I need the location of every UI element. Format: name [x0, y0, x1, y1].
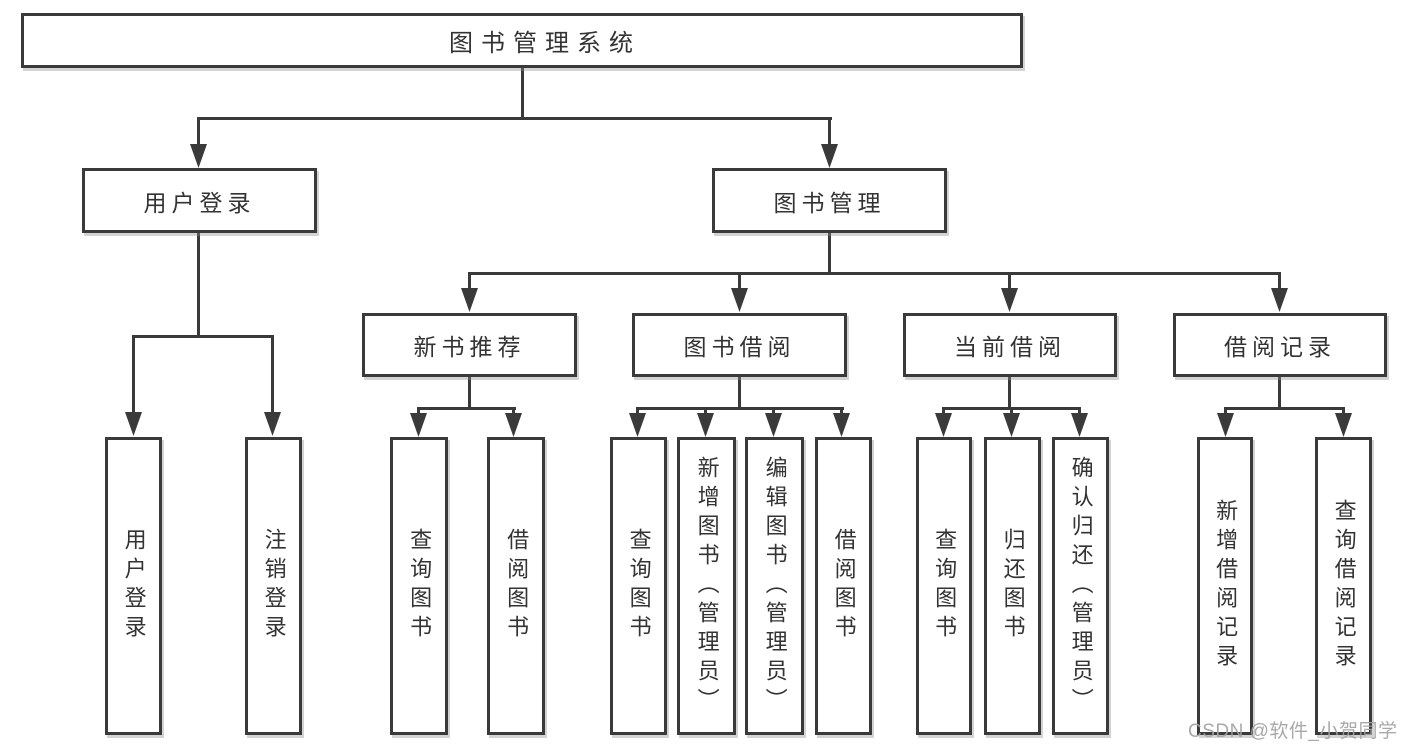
- node-label: 图书管理系统: [449, 30, 641, 57]
- leaf-label: 查询图书: [932, 528, 958, 644]
- connector-line: [1342, 407, 1345, 415]
- connector-line: [636, 407, 639, 415]
- leaf-confirm-return-admin: 确认归还（管理员）: [1052, 437, 1109, 735]
- leaf-label: 用户登录: [121, 528, 147, 644]
- connector-line: [840, 407, 843, 415]
- leaf-return-book: 归还图书: [984, 437, 1041, 735]
- connector-line: [197, 117, 200, 146]
- leaf-borrow-books: 借阅图书: [487, 437, 545, 735]
- leaf-label: 新增图书（管理员）: [694, 455, 720, 717]
- arrow-down-icon: [1335, 413, 1352, 437]
- leaf-label: 借阅图书: [831, 528, 857, 644]
- connector-line: [1278, 377, 1281, 409]
- node-library-management-system: 图书管理系统: [21, 13, 1023, 68]
- connector-line: [738, 377, 741, 409]
- leaf-label: 查询图书: [626, 528, 652, 644]
- arrow-down-icon: [264, 412, 281, 436]
- leaf-label: 注销登录: [261, 528, 287, 644]
- connector-line: [1278, 272, 1281, 290]
- connector-line: [828, 233, 831, 275]
- connector-line: [828, 117, 831, 146]
- leaf-query-books-3: 查询图书: [916, 437, 972, 735]
- arrow-down-icon: [697, 413, 714, 437]
- connector-line: [1224, 407, 1345, 410]
- arrow-down-icon: [1003, 413, 1020, 437]
- arrow-down-icon: [1217, 413, 1234, 437]
- connector-line: [468, 272, 471, 290]
- arrow-down-icon: [1071, 413, 1088, 437]
- connector-line: [417, 407, 420, 415]
- connector-line: [197, 117, 832, 120]
- leaf-logout: 注销登录: [245, 437, 302, 735]
- arrow-down-icon: [731, 288, 748, 312]
- leaf-label: 编辑图书（管理员）: [762, 455, 788, 717]
- connector-line: [1224, 407, 1227, 415]
- connector-line: [1078, 407, 1081, 415]
- leaf-label: 确认归还（管理员）: [1068, 455, 1094, 717]
- connector-line: [636, 407, 844, 410]
- leaf-user-login: 用户登录: [105, 437, 162, 735]
- leaf-label: 查询借阅记录: [1331, 499, 1357, 673]
- connector-line: [1008, 375, 1011, 409]
- connector-line: [738, 272, 741, 290]
- arrow-down-icon: [1271, 288, 1288, 312]
- connector-line: [512, 407, 515, 415]
- connector-line: [704, 407, 707, 415]
- arrow-down-icon: [935, 413, 952, 437]
- node-new-book-recommend: 新书推荐: [362, 313, 577, 377]
- connector-line: [468, 377, 471, 409]
- connector-line: [942, 407, 945, 415]
- leaf-label: 借阅图书: [504, 528, 530, 644]
- connector-line: [417, 407, 516, 410]
- watermark: CSDN @软件_小贺同学: [1188, 721, 1398, 742]
- leaf-add-book-admin: 新增图书（管理员）: [677, 437, 736, 735]
- arrow-down-icon: [410, 413, 427, 437]
- connector-line: [271, 335, 274, 414]
- node-label: 图书管理: [773, 189, 886, 216]
- connector-line: [1010, 407, 1013, 415]
- arrow-down-icon: [1001, 288, 1018, 312]
- node-label: 借阅记录: [1224, 334, 1336, 360]
- node-current-borrow: 当前借阅: [903, 313, 1117, 377]
- arrow-down-icon: [821, 144, 838, 168]
- node-book-management: 图书管理: [712, 168, 947, 233]
- leaf-label: 查询图书: [407, 528, 433, 644]
- connector-line: [468, 272, 1281, 275]
- arrow-down-icon: [765, 413, 782, 437]
- arrow-down-icon: [461, 288, 478, 312]
- leaf-label: 归还图书: [1000, 528, 1026, 644]
- leaf-query-books-2: 查询图书: [610, 437, 667, 735]
- connector-line: [132, 335, 135, 414]
- connector-line: [1008, 272, 1011, 290]
- arrow-down-icon: [190, 144, 207, 168]
- node-borrow-records: 借阅记录: [1173, 313, 1387, 377]
- connector-line: [132, 335, 274, 338]
- arrow-down-icon: [125, 412, 142, 436]
- arrow-down-icon: [505, 413, 522, 437]
- node-label: 当前借阅: [954, 334, 1066, 360]
- leaf-label: 新增借阅记录: [1213, 499, 1239, 673]
- node-book-borrow: 图书借阅: [632, 313, 847, 377]
- node-label: 新书推荐: [413, 334, 526, 360]
- node-label: 用户登录: [143, 189, 256, 216]
- arrow-down-icon: [833, 413, 850, 437]
- connector-line: [197, 233, 200, 337]
- connector-line: [772, 407, 775, 415]
- leaf-query-borrow-record: 查询借阅记录: [1315, 437, 1372, 735]
- leaf-add-borrow-record: 新增借阅记录: [1197, 437, 1253, 735]
- leaf-query-books: 查询图书: [390, 437, 448, 735]
- arrow-down-icon: [629, 413, 646, 437]
- leaf-edit-book-admin: 编辑图书（管理员）: [745, 437, 804, 735]
- leaf-borrow-books-2: 借阅图书: [815, 437, 872, 735]
- node-user-login: 用户登录: [82, 168, 317, 233]
- node-label: 图书借阅: [683, 334, 796, 360]
- connector-line: [521, 68, 524, 118]
